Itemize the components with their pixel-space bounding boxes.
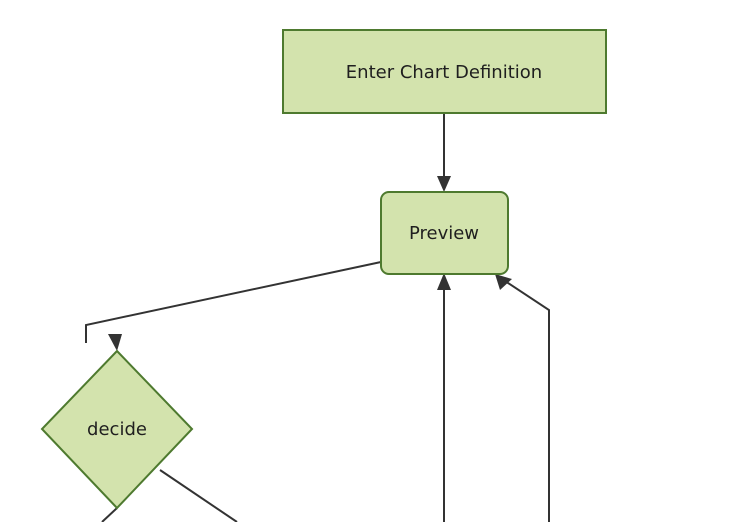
node-layer: Enter Chart Definition Preview decide — [40, 29, 607, 510]
edge-bottom-right-to-preview-line — [504, 280, 550, 522]
edge-bottom-right-to-preview-arrowhead — [495, 274, 512, 290]
node-enter-chart-definition-shape[interactable] — [282, 29, 607, 114]
edge-preview-to-decide-arrowhead — [108, 334, 122, 351]
edge-decide-bottom-left — [101, 507, 118, 522]
edge-preview-to-decide-line — [85, 261, 382, 343]
node-decide[interactable]: decide — [40, 349, 194, 510]
edge-preview-to-decide — [85, 261, 382, 351]
edge-enter-to-preview — [437, 113, 451, 192]
edge-decide-bottom-right — [159, 469, 238, 522]
node-preview-shape[interactable] — [380, 191, 509, 275]
edge-bottom-right-to-preview — [495, 274, 550, 522]
node-preview[interactable]: Preview — [380, 191, 509, 275]
node-enter-chart-definition[interactable]: Enter Chart Definition — [282, 29, 607, 114]
edge-layer — [85, 113, 550, 522]
edge-bottom-center-to-preview-arrowhead — [437, 273, 451, 290]
edge-enter-to-preview-arrowhead — [437, 176, 451, 192]
edge-decide-bottom-left-line — [101, 507, 118, 522]
edge-bottom-center-to-preview — [437, 273, 451, 522]
edge-decide-bottom-right-line — [159, 469, 238, 522]
node-decide-shape[interactable] — [40, 349, 194, 510]
